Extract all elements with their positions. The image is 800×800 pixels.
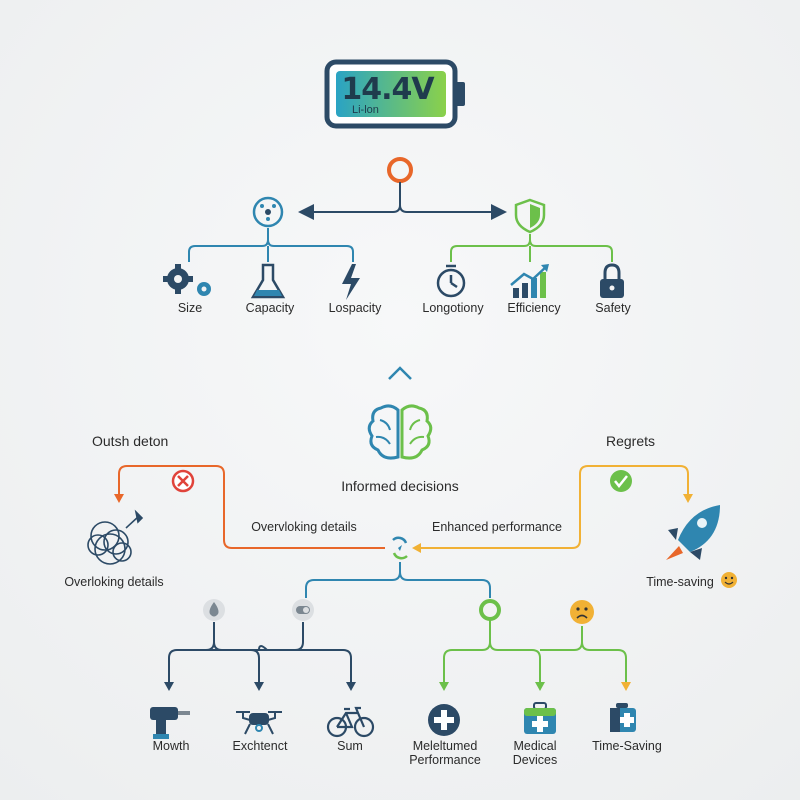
drop-icon [203,599,225,621]
root-node-icon [387,157,413,183]
check-icon [610,470,632,492]
left-title: Outsh deton [92,433,169,449]
label-longotiony: Longotiony [422,301,484,315]
label-exchtenct: Exchtenct [232,739,288,753]
battery-icon [324,59,465,129]
tangle-icon [87,509,144,565]
green-node-icon [479,599,501,621]
lock-icon [600,263,624,298]
label-lospacity: Lospacity [328,301,382,315]
left-path-label: Overvloking details [251,520,357,534]
smiley-icon [721,572,737,588]
growth-chart-icon [510,264,549,298]
label-performance-line2: Performance [409,753,481,767]
brain-icon [367,404,433,460]
drone-icon [236,711,282,735]
label-mowth: Mowth [152,739,190,753]
label-performance: Meleltumed Performance [400,739,490,767]
molecule-icon [252,196,284,228]
left-node-label: Overloking details [64,575,164,589]
label-medical-line1: Medical [513,739,557,753]
medical-kit-icon [524,702,556,734]
battery-chemistry: Li-lon [352,104,379,116]
lightning-icon [342,264,360,300]
right-flow-path [416,465,689,549]
label-capacity: Capacity [245,301,295,315]
label-sum: Sum [337,739,363,753]
right-path-label: Enhanced performance [432,520,562,534]
error-x-icon [171,469,195,493]
chevron-up-icon [388,366,412,380]
top-right-bracket [450,234,613,262]
bottom-left-tree [168,622,352,684]
shield-icon [514,198,546,234]
first-aid-icon [610,703,636,732]
flask-icon [250,263,286,299]
bicycle-icon [326,706,375,738]
drill-icon [150,707,190,739]
gears-icon [163,264,211,296]
label-time-saving: Time-Saving [584,739,670,753]
label-time-saving-line1: Time-Saving [592,739,662,753]
sad-face-icon [570,600,594,624]
battery-voltage: 14.4V [341,72,434,107]
rocket-icon [666,505,720,560]
sync-icon [392,536,408,560]
label-medical-line2: Devices [512,753,558,767]
center-label: Informed decisions [341,478,459,494]
label-medical-devices: Medical Devices [500,739,570,767]
label-performance-line1: Meleltumed [412,739,478,753]
hub-bracket [305,562,491,598]
label-efficiency: Efficiency [507,301,561,315]
left-flow-path [118,465,385,549]
root-connector [310,182,500,213]
label-safety: Safety [595,301,631,315]
right-node-label: Time-saving [646,575,714,589]
top-left-bracket [188,228,354,262]
toggle-icon [292,599,314,621]
label-size: Size [177,301,203,315]
medical-plus-icon [428,704,460,736]
stopwatch-icon [436,264,466,298]
bottom-right-tree [443,620,627,684]
right-title: Regrets [606,433,656,449]
